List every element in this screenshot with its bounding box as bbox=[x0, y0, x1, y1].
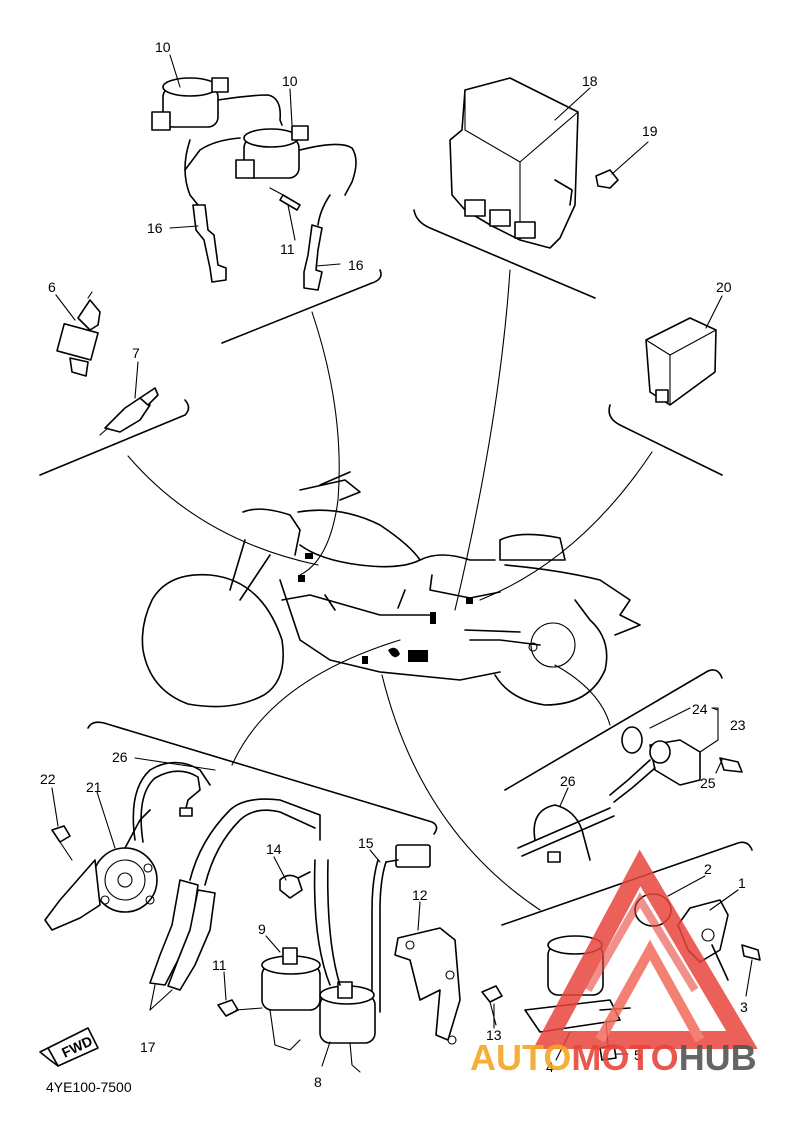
bracket-12 bbox=[394, 927, 461, 1045]
diagram-code: 4YE100-7500 bbox=[46, 1079, 132, 1095]
connector-lines bbox=[127, 269, 653, 911]
spark-plug-cap-right bbox=[303, 224, 323, 291]
callout-16b: 16 bbox=[348, 257, 364, 273]
callout-20: 20 bbox=[716, 279, 732, 295]
o-ring-24 bbox=[621, 726, 643, 754]
callout-23: 23 bbox=[730, 717, 746, 733]
callout-10b: 10 bbox=[282, 73, 298, 89]
plug-leads-17 bbox=[149, 798, 321, 991]
ignition-coil-8 bbox=[313, 859, 376, 1073]
callout-15: 15 bbox=[358, 835, 374, 851]
ignition-coil-top-right bbox=[184, 125, 357, 226]
bolt-13 bbox=[481, 985, 503, 1026]
watermark-logo bbox=[532, 849, 758, 1049]
callout-13: 13 bbox=[486, 1027, 502, 1043]
horn-21 bbox=[44, 809, 158, 931]
callout-22: 22 bbox=[40, 771, 56, 787]
spark-plug-cap-left bbox=[192, 204, 227, 283]
callout-12: 12 bbox=[412, 887, 428, 903]
callout-24: 24 bbox=[692, 701, 708, 717]
ignition-coil-9 bbox=[261, 947, 321, 1051]
callout-5: 5 bbox=[634, 1047, 642, 1063]
wire-harness-26-left bbox=[132, 761, 211, 843]
callout-25: 25 bbox=[700, 775, 716, 791]
callout-9: 9 bbox=[258, 921, 266, 937]
callout-21: 21 bbox=[86, 779, 102, 795]
callout-16a: 16 bbox=[147, 220, 163, 236]
sensor-23 bbox=[609, 739, 701, 803]
screw-3 bbox=[741, 944, 761, 961]
callout-6: 6 bbox=[48, 279, 56, 295]
callout-labels: 10 10 16 11 16 18 19 6 7 20 26 22 21 14 … bbox=[40, 39, 748, 1090]
callout-11b: 11 bbox=[212, 957, 227, 973]
callout-2: 2 bbox=[704, 861, 712, 877]
group-frame-lines bbox=[39, 209, 753, 926]
bolt-11-top bbox=[269, 187, 301, 211]
callout-8: 8 bbox=[314, 1074, 322, 1090]
callout-3: 3 bbox=[740, 999, 748, 1015]
bolt-22 bbox=[51, 825, 73, 861]
watermark-text: AUTOMOTOHUB bbox=[470, 1037, 757, 1078]
temperature-switch-6 bbox=[56, 291, 101, 377]
wire-harness-26-right bbox=[517, 804, 615, 863]
watermark-word-moto: MOTO bbox=[571, 1037, 678, 1078]
screw-19 bbox=[595, 169, 619, 189]
ignition-coil-top-left bbox=[151, 77, 283, 206]
callout-10a: 10 bbox=[155, 39, 171, 55]
ecu-unit-18 bbox=[449, 77, 579, 249]
callout-1: 1 bbox=[738, 875, 746, 891]
callout-17: 17 bbox=[140, 1039, 156, 1055]
watermark-word-hub: HUB bbox=[679, 1037, 757, 1078]
callout-14: 14 bbox=[266, 841, 282, 857]
motorcycle-outline bbox=[141, 471, 641, 708]
clamp-14 bbox=[279, 871, 311, 899]
svg-text:AUTOMOTOHUB: AUTOMOTOHUB bbox=[470, 1037, 757, 1078]
callout-19: 19 bbox=[642, 123, 658, 139]
callout-11a: 11 bbox=[280, 241, 295, 257]
bolt-25 bbox=[719, 757, 743, 773]
callout-7: 7 bbox=[132, 345, 140, 361]
callout-26a: 26 bbox=[112, 749, 128, 765]
callout-4: 4 bbox=[546, 1059, 554, 1075]
watermark-word-auto: AUTO bbox=[470, 1037, 571, 1078]
callout-18: 18 bbox=[582, 73, 598, 89]
bolt-11-bottom bbox=[217, 999, 263, 1017]
fwd-arrow: FWD bbox=[39, 1027, 99, 1067]
callout-26b: 26 bbox=[560, 773, 576, 789]
relay-20 bbox=[645, 317, 717, 406]
thermo-unit-7 bbox=[99, 387, 159, 436]
